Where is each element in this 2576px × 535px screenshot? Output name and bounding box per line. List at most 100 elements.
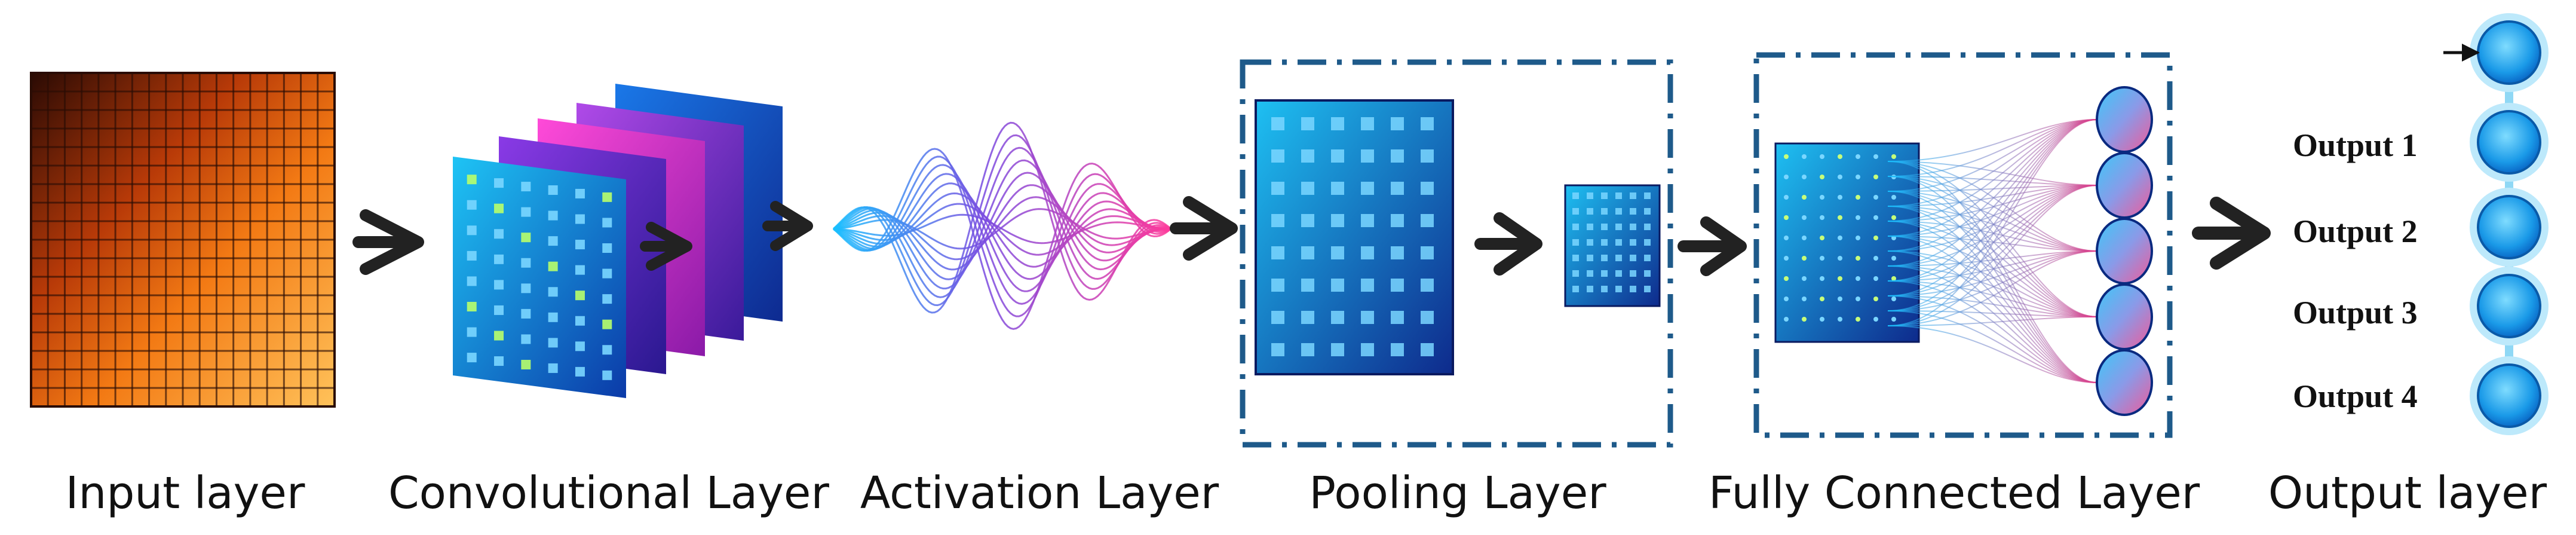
- fc-cell: [1784, 175, 1789, 179]
- output-node: [2477, 20, 2541, 85]
- pool-cell: [1361, 149, 1374, 163]
- pool-cell: [1331, 182, 1344, 195]
- pool-cell: [1331, 214, 1344, 227]
- pool-cell: [1644, 270, 1651, 277]
- pool-cell: [1361, 279, 1374, 292]
- feature-cell: [494, 356, 504, 366]
- fc-cell: [1856, 317, 1860, 322]
- pool-cell: [1587, 192, 1593, 199]
- pool-cell: [1601, 255, 1608, 261]
- feature-cell: [467, 175, 477, 185]
- pool-cell: [1271, 279, 1284, 292]
- pool-cell: [1331, 149, 1344, 163]
- pool-cell: [1271, 246, 1284, 259]
- fc-cell: [1820, 317, 1824, 322]
- pool-cell: [1331, 311, 1344, 324]
- feature-cell: [575, 214, 585, 224]
- fc-cell: [1784, 317, 1789, 322]
- fc-neuron: [2096, 218, 2153, 285]
- fc-cell: [1820, 175, 1824, 179]
- pool-cell: [1421, 182, 1434, 195]
- feature-cell: [548, 261, 558, 271]
- pool-cell: [1271, 214, 1284, 227]
- fc-cell: [1873, 154, 1878, 159]
- feature-cell: [521, 182, 531, 192]
- pool-cell: [1644, 286, 1651, 292]
- pool-cell: [1421, 117, 1434, 130]
- feature-cell: [521, 359, 531, 369]
- pool-cell: [1421, 311, 1434, 324]
- fc-cell: [1891, 195, 1896, 200]
- pool-cell: [1572, 192, 1579, 199]
- fc-cell: [1784, 154, 1789, 159]
- pool-cell: [1615, 192, 1622, 199]
- fc-cell: [1873, 296, 1878, 301]
- caption-input-layer: Input layer: [65, 467, 305, 519]
- fc-cell: [1820, 276, 1824, 281]
- feature-cell: [494, 178, 504, 188]
- pool-cell: [1301, 246, 1314, 259]
- pool-cell: [1630, 192, 1636, 199]
- feature-cell: [548, 338, 558, 348]
- fc-cell: [1873, 256, 1878, 261]
- pool-cell: [1630, 224, 1636, 230]
- pool-cell: [1630, 208, 1636, 215]
- feature-cell: [602, 268, 612, 279]
- pool-cell: [1615, 286, 1622, 292]
- pool-cell: [1391, 214, 1404, 227]
- pool-cell: [1421, 149, 1434, 163]
- pool-cell: [1301, 214, 1314, 227]
- fc-cell: [1873, 195, 1878, 200]
- pool-cell: [1587, 239, 1593, 246]
- pool-cell: [1391, 311, 1404, 324]
- feature-cell: [548, 363, 558, 373]
- output-node: [2477, 110, 2541, 175]
- feature-cell: [548, 312, 558, 322]
- fc-cell: [1838, 256, 1842, 261]
- pool-cell: [1271, 343, 1284, 356]
- pool-cell: [1630, 239, 1636, 246]
- pool-cell: [1587, 255, 1593, 261]
- fc-cell: [1838, 215, 1842, 220]
- pooling-input-map: [1255, 99, 1454, 375]
- fc-cell: [1802, 256, 1807, 261]
- fc-cell: [1802, 296, 1807, 301]
- fc-cell: [1891, 154, 1896, 159]
- fc-cell: [1820, 256, 1824, 261]
- pool-cell: [1572, 270, 1579, 277]
- feature-cell: [548, 210, 558, 221]
- feature-cell: [467, 276, 477, 286]
- fc-cell: [1838, 195, 1842, 200]
- fc-cell: [1856, 154, 1860, 159]
- feature-cell: [548, 236, 558, 246]
- feature-cell: [575, 188, 585, 198]
- output-label-3: Output 3: [2293, 295, 2418, 331]
- pool-cell: [1644, 192, 1651, 199]
- fc-cell: [1820, 296, 1824, 301]
- pool-cell: [1391, 343, 1404, 356]
- output-nodes: [2470, 13, 2549, 435]
- output-node: [2477, 363, 2541, 428]
- pool-cell: [1421, 246, 1434, 259]
- pool-cell: [1572, 255, 1579, 261]
- pool-cell: [1331, 343, 1344, 356]
- pool-cell: [1615, 224, 1622, 230]
- fc-neuron: [2096, 152, 2153, 219]
- fc-cell: [1856, 256, 1860, 261]
- pool-cell: [1587, 208, 1593, 215]
- fc-cell: [1838, 317, 1842, 322]
- feature-cell: [467, 327, 477, 337]
- pool-cell: [1630, 270, 1636, 277]
- fc-cell: [1802, 236, 1807, 240]
- pool-cell: [1615, 208, 1622, 215]
- feature-cell: [575, 366, 585, 377]
- pool-cell: [1391, 182, 1404, 195]
- fc-cell: [1820, 236, 1824, 240]
- pool-cell: [1331, 117, 1344, 130]
- caption-convolutional-layer: Convolutional Layer: [388, 467, 829, 519]
- fc-cell: [1784, 236, 1789, 240]
- pool-cell: [1361, 246, 1374, 259]
- fc-cell: [1802, 195, 1807, 200]
- pool-cell: [1615, 270, 1622, 277]
